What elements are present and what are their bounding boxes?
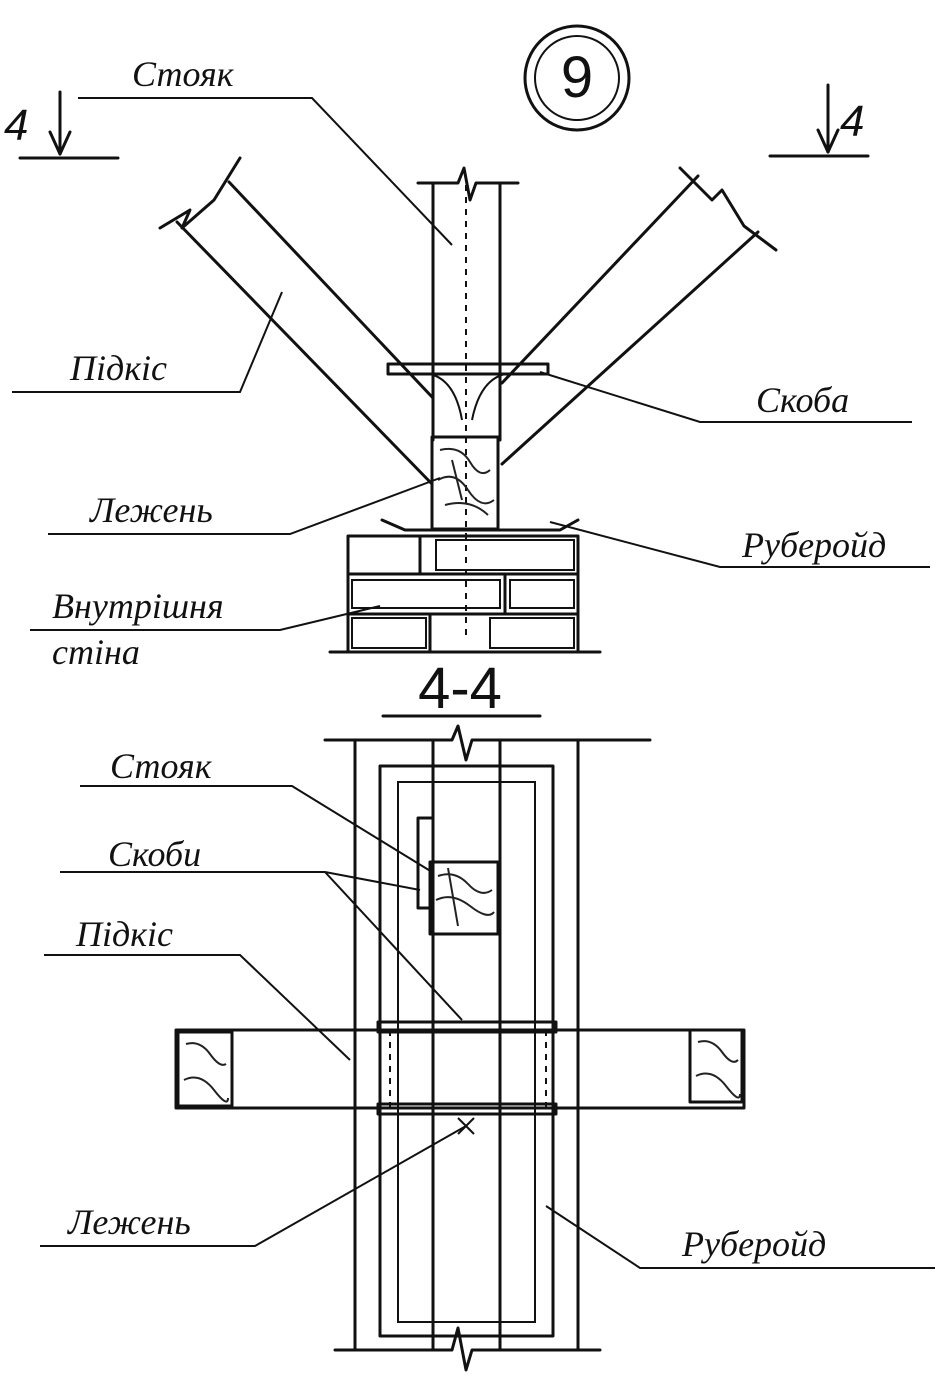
section-title: 4-4 [418,656,502,721]
brace-section [174,1028,746,1110]
roofing-felt-top [380,518,580,532]
brace-left [158,156,435,486]
wall-section [323,724,652,1372]
brace-label-section: Підкіс [75,914,173,954]
leaders-top [12,97,930,631]
inner-wall-top [328,534,602,654]
section-mark-left-label: 4 [4,101,28,150]
sill-end-right [688,1028,744,1104]
post-label-top: Стояк [132,54,235,94]
section-view: Стояк Скоби Підкіс Лежень Руберойд [40,724,935,1372]
leaders-section [40,785,935,1269]
inner-wall-label-line1: Внутрішня [52,586,224,626]
bracket-top [386,362,550,421]
roofing-felt-label-section: Руберойд [681,1224,826,1264]
post-section [428,860,500,936]
detail-number-marker: 9 [523,24,631,132]
sill-end-left [176,1030,234,1108]
bracket-label-top: Скоба [756,380,849,420]
roofing-felt-label-top: Руберойд [741,525,886,565]
section-title-group: 4-4 [381,656,542,721]
inner-wall-label-line2: стіна [52,632,140,672]
brackets-label-section: Скоби [108,834,201,874]
brace-right [500,166,778,466]
post-label-section: Стояк [110,746,213,786]
section-mark-left: 4 [4,90,120,160]
detail-number: 9 [561,45,593,110]
brace-label-top: Підкіс [69,348,167,388]
section-mark-right: 4 [768,83,870,158]
sill-label-section: Лежень [67,1202,191,1242]
section-mark-right-label: 4 [840,97,864,146]
sill-label-top: Лежень [89,490,213,530]
top-view: Стояк Підкіс Скоба Лежень Руберойд Внутр… [12,54,930,672]
